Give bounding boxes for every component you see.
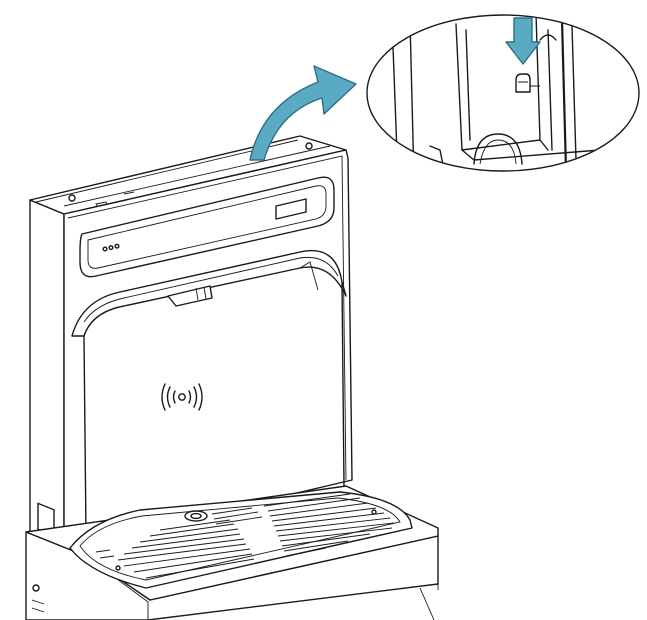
latch-peg: [515, 73, 531, 93]
zoom-detail: [366, 14, 640, 172]
drain-icon: [184, 510, 208, 522]
left-side-panel: [29, 199, 65, 549]
control-strip: [79, 176, 335, 278]
basin-tray: [69, 491, 413, 589]
down-arrow-icon: [505, 17, 541, 65]
alcove-back-wall: [83, 281, 345, 537]
curved-callout-arrow-icon: [249, 65, 357, 161]
display-window: [275, 198, 307, 220]
dispenser-unit: [25, 135, 439, 620]
nfc-wave-icon: [161, 383, 203, 411]
basin-grille: [95, 493, 395, 579]
three-dot-status-icon: [102, 243, 120, 252]
